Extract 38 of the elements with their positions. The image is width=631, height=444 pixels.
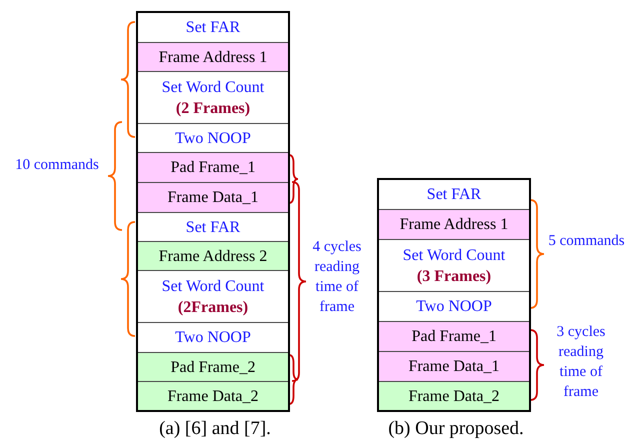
command-text: Pad Frame_1	[170, 158, 256, 178]
command-text: Two NOOP	[416, 297, 492, 317]
command-text: Set FAR	[186, 18, 240, 38]
command-text: Two NOOP	[175, 128, 251, 148]
command-row	[138, 241, 288, 270]
command-row	[379, 209, 529, 239]
command-text: Set Word Count	[162, 78, 264, 98]
command-text: Frame Data_1	[408, 357, 500, 377]
command-text: Frame Address 2	[158, 246, 268, 266]
command-row	[138, 152, 288, 182]
command-row	[138, 381, 288, 410]
frame-count: (3 Frames)	[416, 266, 492, 286]
command-text: Two NOOP	[175, 328, 251, 348]
command-text: Frame Data_1	[167, 188, 259, 208]
frame-count: (2Frames)	[178, 298, 248, 318]
command-row	[138, 182, 288, 212]
command-text: Set FAR	[426, 185, 482, 205]
command-text: Frame Address 1	[158, 48, 268, 68]
command-text: Frame Address 1	[400, 215, 508, 235]
command-text: Pad Frame_1	[412, 327, 496, 347]
command-row	[138, 42, 288, 71]
annotation: 4 cycles reading time of frame	[312, 238, 362, 317]
command-row	[138, 352, 288, 381]
command-text: Pad Frame_2	[170, 358, 256, 378]
command-text: Frame Data_2	[167, 386, 259, 406]
annotation: 10 commands	[14, 156, 100, 175]
caption: (a) [6] and [7].	[158, 417, 272, 441]
caption: (b) Our proposed.	[387, 417, 525, 441]
command-text: Frame Data_2	[408, 386, 500, 406]
command-text: Set Word Count	[162, 276, 264, 296]
command-text: Set Word Count	[402, 246, 506, 266]
annotation: 5 commands	[547, 232, 626, 251]
command-text: Set FAR	[186, 218, 240, 238]
command-row	[379, 381, 529, 410]
command-row	[379, 351, 529, 381]
annotation: 3 cycles reading time of frame	[556, 323, 606, 402]
frame-count: (2 Frames)	[176, 98, 250, 118]
command-row	[379, 321, 529, 351]
